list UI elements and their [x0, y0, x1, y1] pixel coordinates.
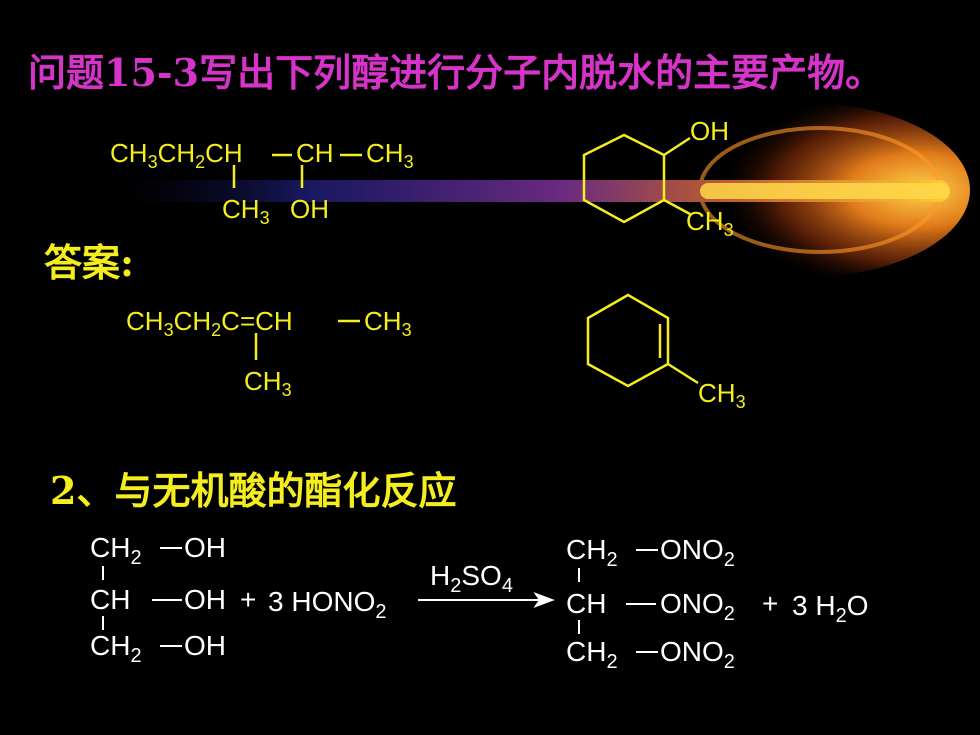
page-title: 问题15-3写出下列醇进行分子内脱水的主要产物。 [28, 50, 884, 95]
glycerol-row1-ch2: CH2 [90, 532, 142, 569]
nitrate-row2-ono2: ONO2 [660, 588, 735, 625]
product1-terminal-ch3: CH3 [364, 306, 412, 340]
catalyst-h2so4: H2SO4 [430, 560, 513, 597]
plus-sign-1: + [240, 584, 257, 615]
reactant1-methyl-branch: CH3 [222, 194, 270, 228]
product1-main-chain: CH3CH2C=CH [126, 306, 293, 340]
glycerol-row2-ch: CH [90, 584, 131, 615]
product2-methyl: CH3 [698, 378, 746, 412]
reactant2-methyl: CH3 [686, 206, 734, 240]
nitrate-row3-ch2: CH2 [566, 636, 618, 673]
nitrate-row3-ono2: ONO2 [660, 636, 735, 673]
nitrate-row2-ch: CH [566, 588, 607, 619]
reactant1-ch-oh-carbon: CH [296, 138, 334, 168]
cyclohexene-ring [586, 293, 670, 388]
arrow-head [533, 591, 555, 609]
glycerol-row1-oh: OH [184, 532, 226, 563]
bond [667, 362, 699, 385]
glycerol-row3-ch2: CH2 [90, 630, 142, 667]
glycerol-row3-oh: OH [184, 630, 226, 661]
nitrate-row1-ono2: ONO2 [660, 534, 735, 571]
bond [663, 198, 691, 216]
reactant1-terminal-ch3: CH3 [366, 138, 414, 172]
bond [663, 136, 691, 157]
glycerol-row2-oh: OH [184, 584, 226, 615]
nitrate-row1-ch2: CH2 [566, 534, 618, 571]
reactant2-hydroxyl: OH [690, 116, 729, 146]
water-product: 3 H2O [792, 590, 869, 627]
product1-methyl-branch: CH3 [244, 366, 292, 400]
reactant1-hydroxyl: OH [290, 194, 329, 224]
cyclohexane-ring [582, 133, 666, 224]
nitric-acid-reagent: 3 HONO2 [268, 586, 387, 623]
reactant1-main-chain: CH3CH2CH [110, 138, 243, 172]
answer-label: 答案: [44, 240, 135, 285]
plus-sign-2: + [762, 588, 779, 619]
section2-title: 2、与无机酸的酯化反应 [50, 468, 457, 513]
